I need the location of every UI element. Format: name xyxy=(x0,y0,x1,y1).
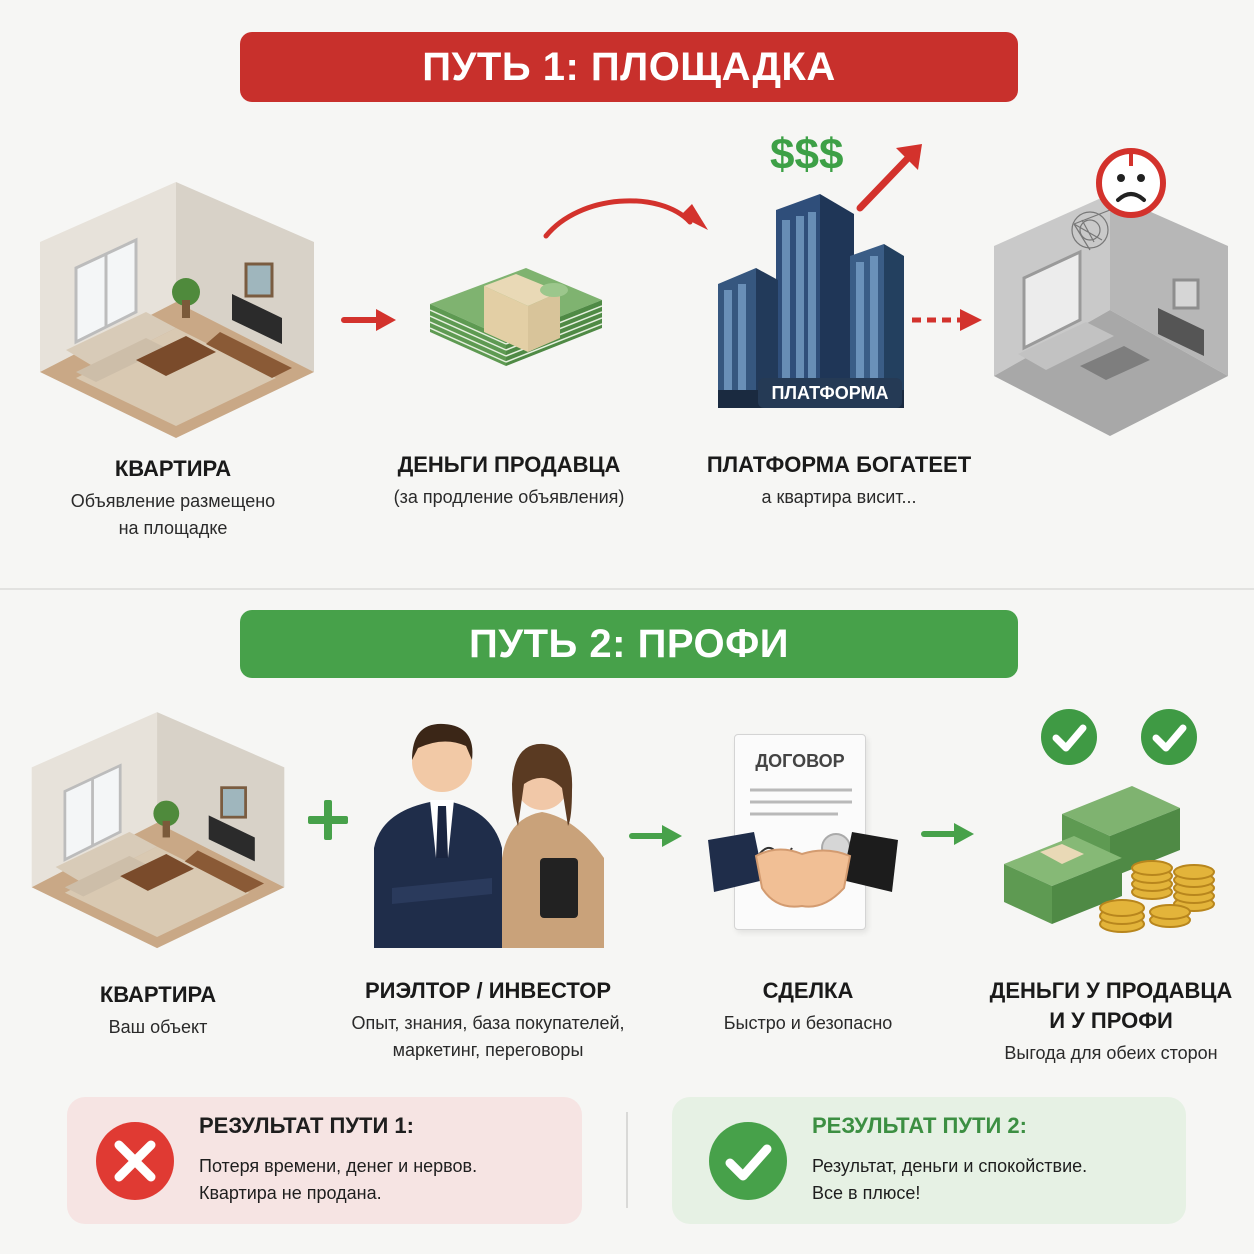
step-title: ДЕНЬГИ У ПРОДАВЦА xyxy=(989,978,1233,1003)
money-and-coins-illustration xyxy=(1004,786,1215,933)
dollar-signs: $$$ xyxy=(770,130,844,179)
arrow-right-icon xyxy=(341,309,396,331)
realtor-investor-illustration xyxy=(374,723,604,948)
step-subtitle: а квартира висит... xyxy=(761,487,917,507)
cross-icon xyxy=(96,1122,174,1200)
step-subtitle: Ваш объект xyxy=(108,1017,208,1037)
section-divider xyxy=(0,588,1254,590)
result-text: Результат, деньги и спокойствие. Все в п… xyxy=(812,1153,1087,1207)
path1-step-seller-money: ДЕНЬГИ ПРОДАВЦА (за продление объявления… xyxy=(364,450,654,511)
result-line: Квартира не продана. xyxy=(199,1183,382,1203)
path2-step-deal: СДЕЛКА Быстро и безопасно xyxy=(694,976,922,1037)
path1-step-platform: ПЛАТФОРМА БОГАТЕЕТ а квартира висит... xyxy=(694,450,984,511)
platform-badge: ПЛАТФОРМА xyxy=(758,378,902,408)
arrow-right-icon xyxy=(629,825,682,847)
result-title: РЕЗУЛЬТАТ ПУТИ 2: xyxy=(812,1113,1027,1138)
result-line: Потеря времени, денег и нервов. xyxy=(199,1156,478,1176)
result-path1-card: РЕЗУЛЬТАТ ПУТИ 1: Потеря времени, денег … xyxy=(67,1097,582,1224)
step-title: СДЕЛКА xyxy=(762,978,854,1003)
step-subtitle: Объявление размещено xyxy=(70,491,276,511)
check-icon xyxy=(709,1122,787,1200)
step-title: ПЛАТФОРМА БОГАТЕЕТ xyxy=(706,452,972,477)
contract-label: ДОГОВОР xyxy=(755,751,845,771)
step-subtitle: (за продление объявления) xyxy=(393,487,625,507)
step-subtitle: Быстро и безопасно xyxy=(723,1013,893,1033)
curved-arrow-icon xyxy=(543,198,708,239)
step-title: ДЕНЬГИ ПРОДАВЦА xyxy=(397,452,621,477)
result-title: РЕЗУЛЬТАТ ПУТИ 1: xyxy=(199,1113,414,1138)
arrow-right-icon xyxy=(921,823,974,845)
money-stack-illustration xyxy=(430,268,602,366)
step-subtitle-line2: маркетинг, переговоры xyxy=(392,1040,584,1060)
sad-clock-icon xyxy=(1096,148,1166,218)
path2-step-money-both: ДЕНЬГИ У ПРОДАВЦА И У ПРОФИ Выгода для о… xyxy=(970,976,1252,1067)
step-title-line2: И У ПРОФИ xyxy=(1049,1008,1173,1033)
path1-banner: ПУТЬ 1: ПЛОЩАДКА xyxy=(240,32,1018,102)
trend-up-arrow-icon xyxy=(856,144,922,212)
step-title: КВАРТИРА xyxy=(114,456,232,481)
result-line: Все в плюсе! xyxy=(812,1183,921,1203)
path2-banner: ПУТЬ 2: ПРОФИ xyxy=(240,610,1018,678)
handshake-illustration xyxy=(708,788,898,908)
apartment-illustration xyxy=(31,712,285,949)
apartment-illustration xyxy=(40,182,314,438)
path2-step-realtor: РИЭЛТОР / ИНВЕСТОР Опыт, знания, база по… xyxy=(318,976,658,1064)
path1-step-apartment: КВАРТИРА Объявление размещено на площадк… xyxy=(40,454,306,542)
dashed-arrow-icon xyxy=(912,309,982,331)
result-text: Потеря времени, денег и нервов. Квартира… xyxy=(199,1153,477,1207)
check-icon xyxy=(1041,709,1097,765)
result-line: Результат, деньги и спокойствие. xyxy=(812,1156,1088,1176)
step-title: РИЭЛТОР / ИНВЕСТОР xyxy=(364,978,612,1003)
plus-icon xyxy=(308,800,348,840)
abandoned-apartment-illustration xyxy=(994,194,1228,436)
step-subtitle: Опыт, знания, база покупателей, xyxy=(351,1013,625,1033)
result-path2-card: РЕЗУЛЬТАТ ПУТИ 2: Результат, деньги и сп… xyxy=(672,1097,1186,1224)
step-subtitle-line2: на площадке xyxy=(118,518,228,538)
path2-step-apartment: КВАРТИРА Ваш объект xyxy=(40,980,276,1041)
step-title: КВАРТИРА xyxy=(99,982,217,1007)
step-subtitle: Выгода для обеих сторон xyxy=(1004,1043,1218,1063)
results-separator xyxy=(626,1112,628,1208)
check-icon xyxy=(1141,709,1197,765)
